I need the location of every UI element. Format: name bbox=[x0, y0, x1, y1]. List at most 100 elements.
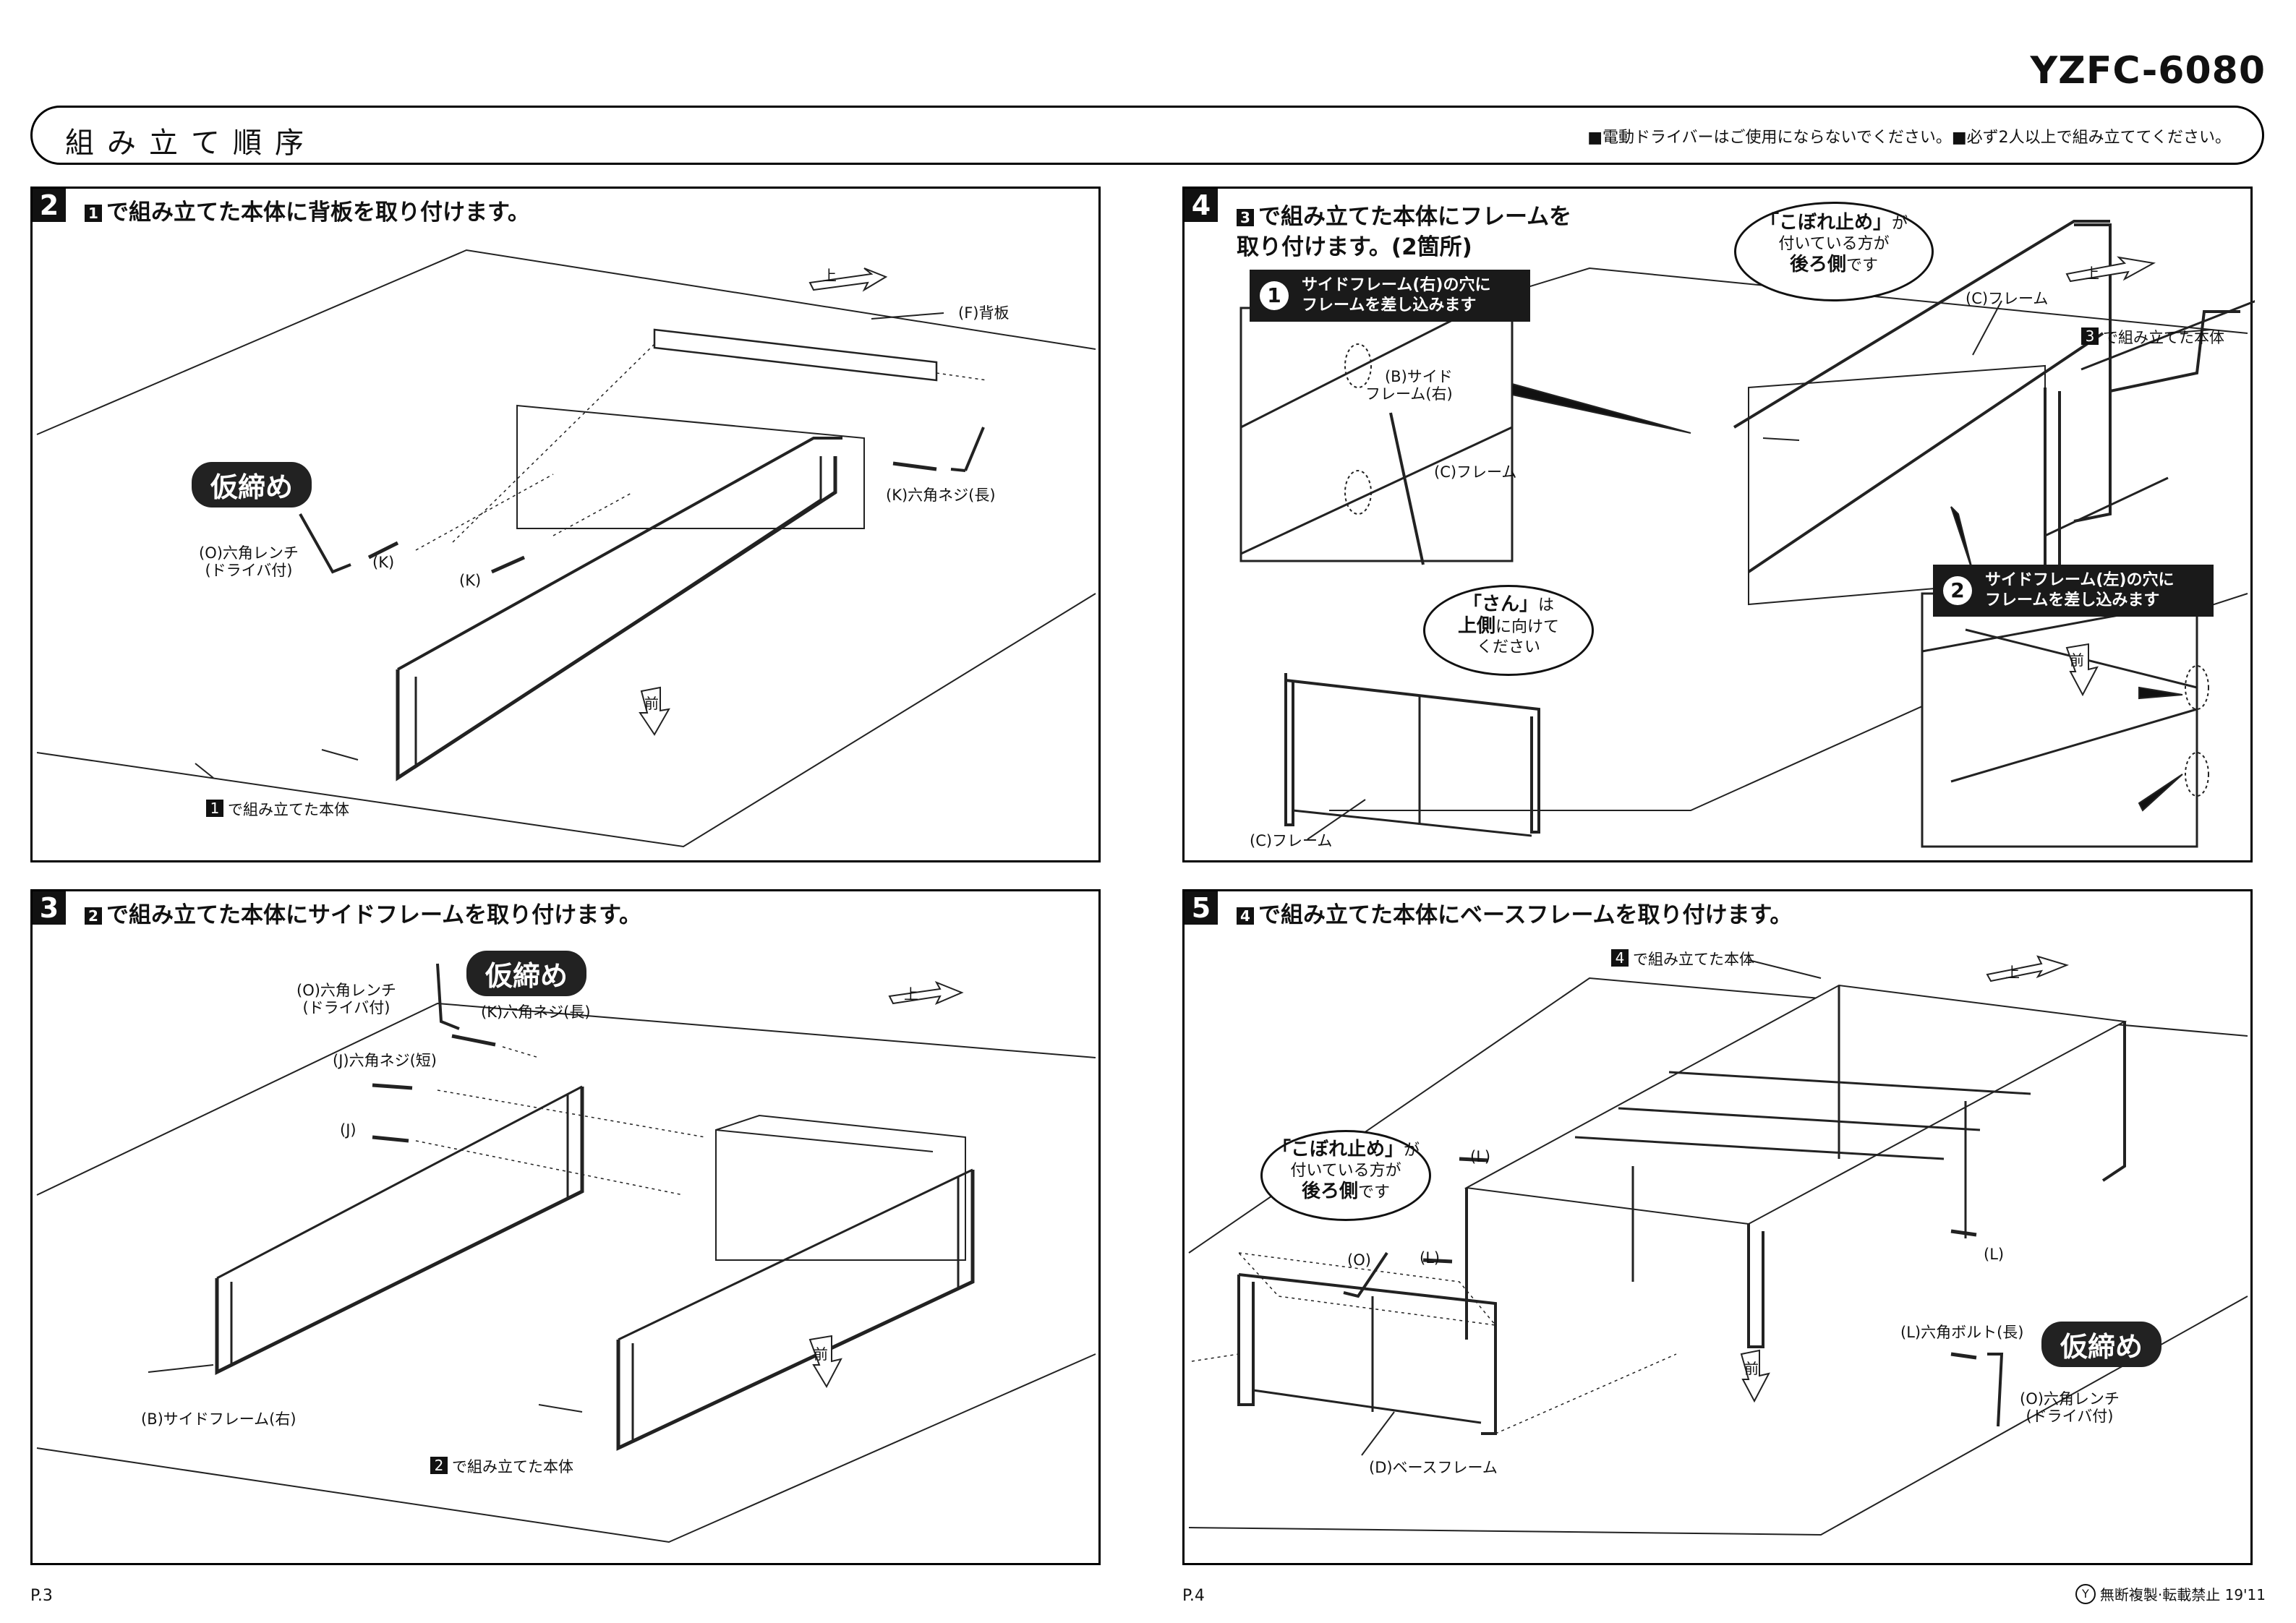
bolt-l-label-3: (L) bbox=[1984, 1246, 2005, 1263]
bubble-bold-text: 「さん」 bbox=[1462, 594, 1538, 615]
bolt-l-label-2: (L) bbox=[1420, 1249, 1441, 1267]
step-4-title-text: で組み立てた本体にフレームを bbox=[1258, 204, 1572, 230]
up-arrow-label: 上 bbox=[2085, 265, 2099, 282]
frame-c-bottom-label: (C)フレーム bbox=[1250, 832, 1333, 849]
wrench-label: (O)六角レンチ (ドライバ付) bbox=[199, 544, 299, 579]
callout-1-line-2: フレームを差し込みます bbox=[1302, 296, 1477, 314]
bubble-text: が bbox=[1404, 1142, 1420, 1160]
bubble-spill-guard-line-3: 後ろ側です bbox=[1736, 254, 1932, 276]
bubble-bold-text: 後ろ側 bbox=[1789, 254, 1846, 275]
copyright: Y 無断複製·転載禁止 19'11 bbox=[2075, 1583, 2266, 1604]
body-label-text: で組み立てた本体 bbox=[452, 1458, 573, 1476]
tighten-badge: 仮締め bbox=[2041, 1322, 2162, 1367]
step-2-title-text: で組み立てた本体に背板を取り付けます。 bbox=[106, 200, 530, 226]
up-arrow-label: 上 bbox=[822, 267, 837, 284]
up-arrow-label: 上 bbox=[904, 985, 918, 1003]
base-frame-label: (D)ベースフレーム bbox=[1369, 1459, 1498, 1476]
up-arrow-label: 上 bbox=[2005, 964, 2020, 981]
screw-k-label-2: (K) bbox=[459, 572, 482, 589]
bubble-spill-guard-line-3: 後ろ側です bbox=[1263, 1181, 1429, 1203]
body-label-text: で組み立てた本体 bbox=[228, 801, 349, 818]
bubble-spill-guard-line-1: 「こぼれ止め」が bbox=[1263, 1139, 1429, 1161]
step-3-number: 3 bbox=[33, 891, 66, 925]
callout-2-number: 2 bbox=[1943, 576, 1972, 605]
back-board-label: (F)背板 bbox=[958, 304, 1010, 322]
callout-2: 2 サイドフレーム(左)の穴に フレームを差し込みます bbox=[1933, 565, 2214, 617]
bubble-spill-guard-line-2: 付いている方が bbox=[1290, 1162, 1401, 1180]
body-label-text: で組み立てた本体 bbox=[2103, 329, 2224, 346]
screw-short-label: (J)六角ネジ(短) bbox=[333, 1052, 437, 1069]
copyright-text: 無断複製·転載禁止 19'11 bbox=[2099, 1586, 2266, 1603]
bubble-text: は bbox=[1538, 596, 1555, 614]
tighten-badge: 仮締め bbox=[466, 951, 587, 996]
bubble-bold-text: 後ろ側 bbox=[1301, 1181, 1358, 1202]
step-3-diagram bbox=[36, 963, 1096, 1543]
step-5-title-text: で組み立てた本体にベースフレームを取り付けます。 bbox=[1258, 902, 1793, 928]
bubble-text: が bbox=[1892, 215, 1908, 233]
wrench-label: (O)六角レンチ (ドライバ付) bbox=[2020, 1390, 2120, 1425]
step-ref-badge: 4 bbox=[1237, 907, 1254, 925]
screw-j-label: (J) bbox=[340, 1121, 357, 1139]
front-arrow-label: 前 bbox=[2070, 651, 2084, 669]
bubble-text: です bbox=[1846, 257, 1879, 275]
bubble-bold-text: 上側 bbox=[1457, 615, 1495, 637]
header-note: ■電動ドライバーはご使用にならないでください。■必ず2人以上で組み立ててください… bbox=[1587, 129, 2231, 147]
step-ref-badge: 4 bbox=[1611, 949, 1629, 967]
step-4-title-line-2: 取り付けます。(2箇所) bbox=[1237, 234, 1472, 260]
callout-1: 1 サイドフレーム(右)の穴に フレームを差し込みます bbox=[1250, 270, 1530, 322]
step-5-diagram bbox=[1188, 955, 2248, 1536]
step-ref-badge: 2 bbox=[430, 1457, 448, 1474]
body-label-text: で組み立てた本体 bbox=[1633, 951, 1754, 968]
bubble-spill-guard-line-2: 付いている方が bbox=[1778, 235, 1890, 253]
callout-2-line-1: サイドフレーム(左)の穴に bbox=[1985, 571, 2175, 589]
front-arrow-label: 前 bbox=[644, 695, 659, 712]
wrench-label: (O)六角レンチ (ドライバ付) bbox=[296, 982, 396, 1016]
bubble-spill-guard: 「こぼれ止め」が 付いている方が 後ろ側です bbox=[1734, 202, 1934, 301]
bubble-slat-up-line-1: 「さん」は bbox=[1425, 594, 1592, 616]
bubble-slat-up-line-3: ください bbox=[1476, 638, 1540, 656]
tighten-badge: 仮締め bbox=[192, 462, 312, 508]
step-3-title-text: で組み立てた本体にサイドフレームを取り付けます。 bbox=[106, 902, 641, 928]
bolt-l-label-1: (L) bbox=[1470, 1148, 1491, 1165]
bubble-spill-guard-line-1: 「こぼれ止め」が bbox=[1736, 213, 1932, 234]
page-number-left: P.3 bbox=[30, 1587, 53, 1605]
bolt-long-label: (L)六角ボルト(長) bbox=[1900, 1324, 2024, 1341]
callout-1-line-1: サイドフレーム(右)の穴に bbox=[1302, 276, 1491, 294]
step-ref-badge: 3 bbox=[2081, 327, 2099, 345]
step-4-number: 4 bbox=[1185, 189, 1218, 222]
page-number-right: P.4 bbox=[1182, 1587, 1205, 1605]
step-2-number: 2 bbox=[33, 189, 66, 222]
bubble-slat-up: 「さん」は 上側に向けて ください bbox=[1423, 585, 1594, 676]
header-bar bbox=[30, 106, 2264, 165]
callout-2-line-2: フレームを差し込みます bbox=[1985, 591, 2160, 609]
bubble-slat-up-line-2: 上側に向けて bbox=[1425, 616, 1592, 638]
step-5-number: 5 bbox=[1185, 891, 1218, 925]
side-frame-right-label: (B)サイドフレーム(右) bbox=[141, 1410, 296, 1428]
frame-c-top-label: (C)フレーム bbox=[1966, 290, 2049, 307]
step-ref-badge: 3 bbox=[1237, 209, 1254, 226]
bubble-bold-text: 「こぼれ止め」 bbox=[1271, 1139, 1404, 1160]
front-arrow-label: 前 bbox=[1744, 1360, 1759, 1377]
screw-long-label: (K)六角ネジ(長) bbox=[886, 487, 996, 504]
model-number: YZFC-6080 bbox=[2030, 49, 2266, 93]
side-frame-right-label: (B)サイド フレーム(右) bbox=[1365, 368, 1453, 403]
bubble-bold-text: 「こぼれ止め」 bbox=[1759, 212, 1892, 234]
step-2-diagram bbox=[36, 249, 1096, 848]
screw-long-label: (K)六角ネジ(長) bbox=[481, 1003, 591, 1021]
wrench-o-label: (O) bbox=[1347, 1251, 1371, 1269]
step-ref-badge: 1 bbox=[85, 205, 102, 222]
front-arrow-label: 前 bbox=[814, 1345, 828, 1363]
step-ref-badge: 2 bbox=[85, 907, 102, 925]
